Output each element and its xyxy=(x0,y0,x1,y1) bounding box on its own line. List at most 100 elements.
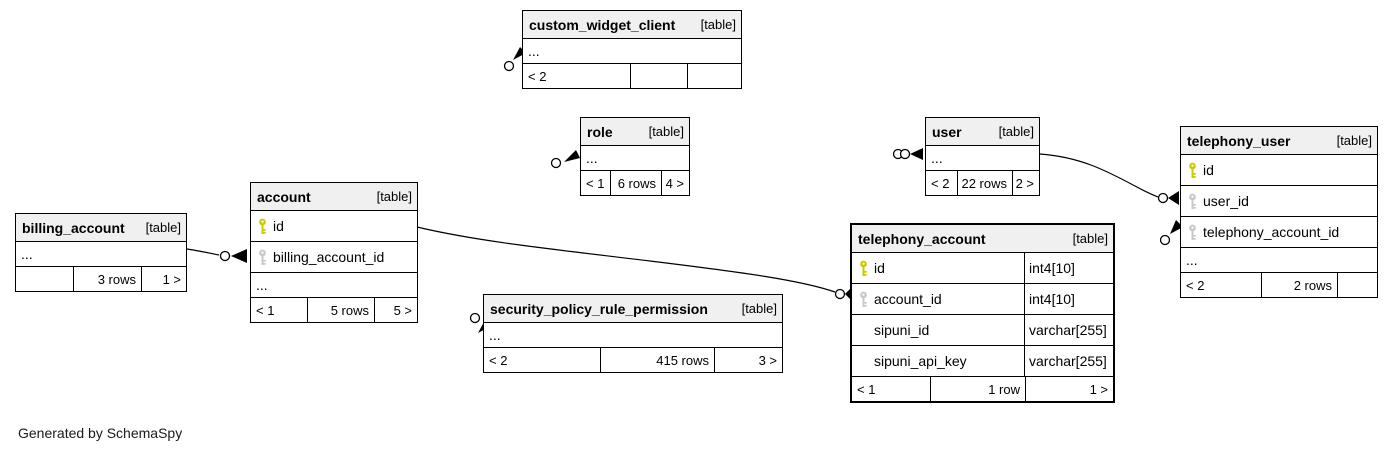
column-row: id int4[10] xyxy=(852,253,1113,284)
table-name[interactable]: user xyxy=(932,123,962,140)
footer-left: < 2 xyxy=(528,68,547,84)
column-name: billing_account_id xyxy=(273,249,385,265)
table-type-tag: [table] xyxy=(700,17,736,32)
table-footer: < 1 5 rows 5 > xyxy=(251,298,417,322)
table-footer: < 1 1 row 1 > xyxy=(852,377,1113,401)
column-name: id xyxy=(874,260,885,276)
column-type: varchar[255] xyxy=(1024,346,1113,376)
table-name[interactable]: billing_account xyxy=(22,219,125,236)
table-role[interactable]: role [table] ... < 1 6 rows 4 > xyxy=(580,117,690,196)
table-name[interactable]: custom_widget_client xyxy=(529,16,676,33)
table-type-tag: [table] xyxy=(648,124,684,139)
foreign-key-icon xyxy=(1181,193,1203,210)
table-footer: < 2 22 rows 2 > xyxy=(926,171,1039,195)
table-footer: < 2 xyxy=(523,64,741,88)
column-row: telephony_account_id xyxy=(1181,217,1377,248)
table-header: security_policy_rule_permission [table] xyxy=(484,295,782,323)
table-type-tag: [table] xyxy=(1072,231,1108,246)
footer-left: < 2 xyxy=(489,352,508,368)
footer-left xyxy=(16,267,73,291)
column-row: sipuni_api_key varchar[255] xyxy=(852,346,1113,377)
columns-ellipsis: ... xyxy=(528,43,540,59)
table-footer: < 2 2 rows xyxy=(1181,273,1377,297)
footer-right: 1 > xyxy=(141,267,186,291)
edge-dot xyxy=(503,60,515,72)
table-name[interactable]: telephony_account xyxy=(858,230,986,247)
footer-left: < 1 xyxy=(586,175,605,191)
edge-arrowhead xyxy=(1170,220,1183,234)
column-row: ... xyxy=(484,323,782,348)
column-row: ... xyxy=(581,146,689,171)
edge-dot xyxy=(1157,192,1169,204)
footer-left: < 1 xyxy=(857,381,876,397)
foreign-key-icon xyxy=(251,249,273,266)
generated-by-note: Generated by SchemaSpy xyxy=(18,425,183,441)
primary-key-icon xyxy=(852,260,874,277)
table-header: role [table] xyxy=(581,118,689,146)
footer-left: < 2 xyxy=(1186,277,1205,293)
table-header: telephony_user [table] xyxy=(1181,127,1377,155)
footer-left: < 1 xyxy=(256,302,275,318)
footer-rows xyxy=(630,64,687,88)
footer-rows: 22 rows xyxy=(957,171,1012,195)
table-header: account [table] xyxy=(251,183,417,211)
column-name: sipuni_api_key xyxy=(874,353,967,369)
table-footer: 3 rows 1 > xyxy=(16,267,186,291)
table-header: billing_account [table] xyxy=(16,214,186,242)
edge-dot xyxy=(834,288,846,300)
column-type: int4[10] xyxy=(1024,284,1113,314)
column-row: ... xyxy=(16,242,186,267)
table-name[interactable]: security_policy_rule_permission xyxy=(490,300,708,317)
foreign-key-icon xyxy=(1181,224,1203,241)
table-telephony_user[interactable]: telephony_user [table] id user_id teleph… xyxy=(1180,126,1378,298)
columns-ellipsis: ... xyxy=(1186,252,1198,268)
footer-rows: 6 rows xyxy=(610,171,661,195)
table-account[interactable]: account [table] id billing_account_id ..… xyxy=(250,182,418,323)
table-security_policy_rule_permission[interactable]: security_policy_rule_permission [table] … xyxy=(483,294,783,373)
table-custom_widget_client[interactable]: custom_widget_client [table] ... < 2 xyxy=(522,10,742,89)
table-name[interactable]: role xyxy=(587,123,613,140)
table-name[interactable]: telephony_user xyxy=(1187,132,1291,149)
edge-arrowhead xyxy=(564,150,580,162)
footer-right: 4 > xyxy=(661,171,689,195)
edge-dot xyxy=(550,157,562,169)
footer-right: 5 > xyxy=(374,298,417,322)
table-header: custom_widget_client [table] xyxy=(523,11,741,39)
column-row: id xyxy=(251,211,417,242)
footer-right: 1 > xyxy=(1025,377,1113,401)
table-header: user [table] xyxy=(926,118,1039,146)
column-row: account_id int4[10] xyxy=(852,284,1113,315)
table-type-tag: [table] xyxy=(1336,133,1372,148)
column-row: user_id xyxy=(1181,186,1377,217)
footer-right xyxy=(687,64,741,88)
edge-arrowhead xyxy=(1168,191,1179,205)
edge-dot xyxy=(469,312,481,324)
table-footer: < 2 415 rows 3 > xyxy=(484,348,782,372)
table-type-tag: [table] xyxy=(741,301,777,316)
column-row: ... xyxy=(926,146,1039,171)
table-user[interactable]: user [table] ... < 2 22 rows 2 > xyxy=(925,117,1040,196)
table-header: telephony_account [table] xyxy=(852,225,1113,253)
columns-ellipsis: ... xyxy=(21,246,33,262)
footer-rows: 5 rows xyxy=(307,298,374,322)
column-row: ... xyxy=(523,39,741,64)
table-footer: < 1 6 rows 4 > xyxy=(581,171,689,195)
table-name[interactable]: account xyxy=(257,188,311,205)
column-row: ... xyxy=(1181,248,1377,273)
footer-rows: 2 rows xyxy=(1261,273,1337,297)
edge-user-telephony_user xyxy=(1039,153,1159,198)
table-billing_account[interactable]: billing_account [table] ... 3 rows 1 > xyxy=(15,213,187,292)
table-type-tag: [table] xyxy=(998,124,1034,139)
foreign-key-icon xyxy=(852,291,874,308)
column-name: telephony_account_id xyxy=(1203,224,1340,240)
edge-dot xyxy=(1159,234,1171,246)
edge-billing_account-account xyxy=(186,248,220,256)
columns-ellipsis: ... xyxy=(256,277,268,293)
column-name: user_id xyxy=(1203,193,1249,209)
table-type-tag: [table] xyxy=(376,189,412,204)
column-row: id xyxy=(1181,155,1377,186)
column-type: varchar[255] xyxy=(1024,315,1113,345)
table-telephony_account[interactable]: telephony_account [table] id int4[10] ac… xyxy=(850,223,1115,403)
column-name: account_id xyxy=(874,291,942,307)
